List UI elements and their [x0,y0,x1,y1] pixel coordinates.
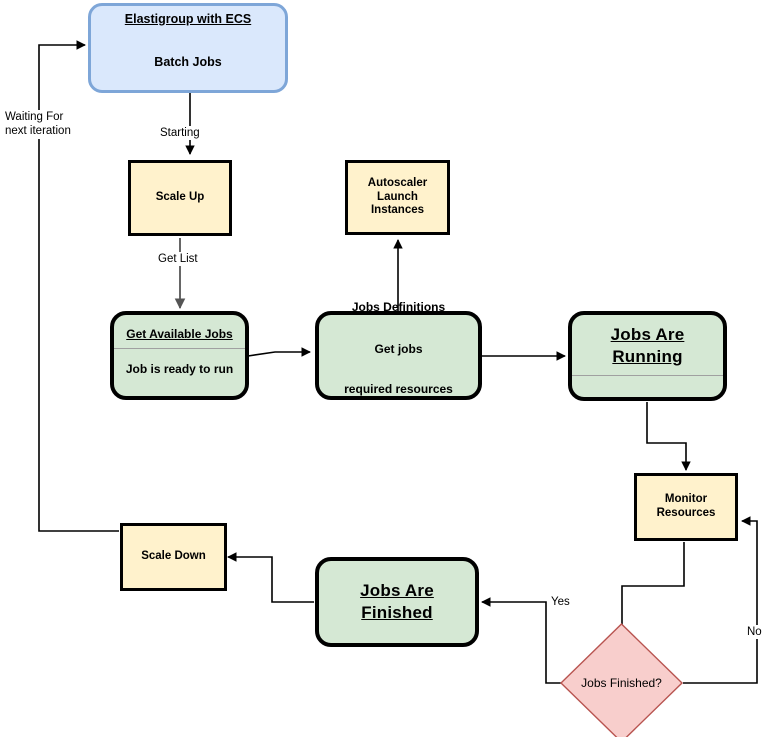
jobs-are-finished-line-2: Finished [361,603,433,622]
edge-scale-down-to-elastigroup [38,40,119,532]
get-available-jobs-body: Job is ready to run [125,362,234,377]
autoscaler-line-2: Launch [377,190,418,203]
edge-monitor-resources-to-decision [617,542,685,638]
jobs-are-running-line-1: Jobs Are [610,325,685,344]
jobs-definitions-line-1: Get jobs [374,341,423,356]
edge-decision-no-to-monitor-resources [683,516,758,684]
monitor-resources-line-1: Monitor [664,493,708,506]
jobs-are-finished-line-1: Jobs Are [360,581,434,601]
diamond-shape [559,623,684,737]
edge-label-waiting-for-next-iteration: Waiting For next iteration [3,110,73,139]
autoscaler-line-3: Instances [370,204,425,217]
edge-label-get-list: Get List [156,252,200,267]
edge-label-starting: Starting [158,126,202,141]
jobs-definitions-title: Jobs Definitions [351,299,446,314]
scale-up-label: Scale Up [155,191,205,204]
elastigroup-body: Batch Jobs [154,55,222,70]
scale-down-label: Scale Down [141,550,206,563]
jobs-definitions-line-2: required resources [344,381,453,396]
edge-decision-yes-to-jobs-are-finished [481,597,561,684]
node-jobs-definitions[interactable]: Jobs Definitions Get jobs required resou… [315,300,482,400]
edge-get-available-jobs-to-jobs-definitions [247,347,311,357]
jobs-are-running-line-2: Running [612,346,683,366]
node-scale-down[interactable]: Scale Down [120,523,227,591]
edge-jobs-are-finished-to-scale-down [227,552,314,603]
waiting-line-1: Waiting For [5,111,64,123]
get-available-jobs-divider [114,348,245,350]
edge-label-no: No [745,625,764,640]
monitor-resources-line-2: Resources [656,507,716,519]
node-jobs-are-finished[interactable]: Jobs Are Finished [315,557,479,647]
autoscaler-line-1: Autoscaler [367,176,428,189]
node-get-available-jobs[interactable]: Get Available Jobs Job is ready to run [110,311,249,400]
get-available-jobs-title: Get Available Jobs [126,327,233,342]
waiting-line-2: next iteration [5,125,71,138]
node-scale-up[interactable]: Scale Up [128,160,232,236]
node-jobs-finished-decision[interactable]: Jobs Finished? [559,623,684,737]
node-jobs-are-running[interactable]: Jobs Are Running [568,311,727,401]
edge-jobs-are-running-to-monitor-resources [646,402,691,471]
node-monitor-resources[interactable]: Monitor Resources [634,473,738,541]
jobs-are-running-divider [572,375,723,376]
node-elastigroup-with-ecs[interactable]: Elastigroup with ECS Batch Jobs [88,3,288,93]
edge-label-yes: Yes [549,595,572,610]
node-autoscaler-launch-instances[interactable]: Autoscaler Launch Instances [345,160,450,235]
elastigroup-title: Elastigroup with ECS [124,11,252,26]
